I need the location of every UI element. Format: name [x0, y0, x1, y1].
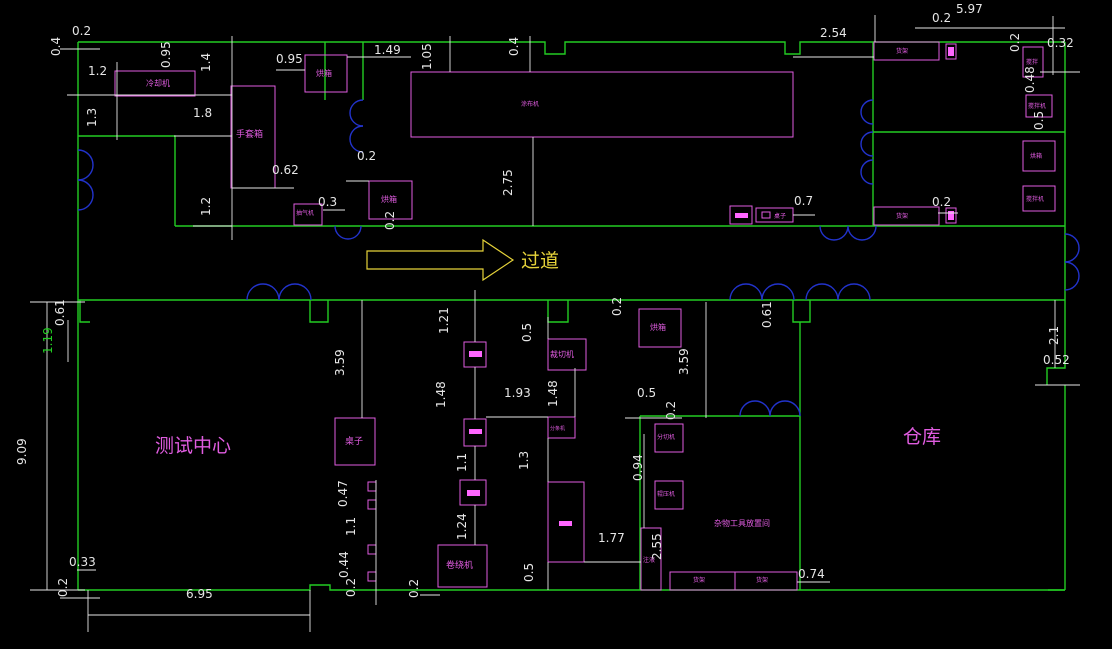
dimension-label: 0.2	[932, 11, 951, 25]
dimension-label: 0.2	[1008, 33, 1022, 52]
dimension-label: 2.55	[650, 533, 664, 560]
dimension-label: 1.93	[504, 386, 531, 400]
dimension-label: 0.2	[610, 297, 624, 316]
dimension-label: 0.62	[272, 163, 299, 177]
walls	[77, 41, 1066, 591]
dimension-label: 0.2	[383, 211, 397, 230]
oven-3-label: 烘箱	[650, 322, 666, 332]
oven-right-label: 烘箱	[1030, 152, 1042, 160]
dimension-label: 5.97	[956, 2, 983, 16]
dimension-label: 0.5	[1032, 111, 1046, 130]
gas-machine-label: 抽气机	[296, 209, 314, 217]
dimension-label: 1.49	[374, 43, 401, 57]
dimension-label: 1.05	[420, 43, 434, 70]
roller-2-label: 搅拌机	[1028, 102, 1046, 110]
aisle-label: 过道	[521, 250, 559, 272]
coating-machine-label: 涂布机	[521, 100, 539, 108]
roller-1-label: 辊压机	[657, 490, 675, 498]
dimension-label: 1.19	[41, 327, 55, 354]
dimension-label: 0.33	[69, 555, 96, 569]
table-1-label: 桌子	[774, 212, 786, 220]
dimension-label: 0.74	[798, 567, 825, 581]
injector-label: 注液	[643, 556, 655, 564]
dimension-label: 1.21	[437, 307, 451, 334]
cooling-machine-label: 冷却机	[146, 78, 170, 88]
dimension-label: 1.3	[517, 451, 531, 470]
dimension-label: 2.1	[1047, 326, 1061, 345]
dimension-label: 3.59	[677, 348, 691, 375]
warehouse-label: 仓库	[903, 426, 941, 448]
dimension-label: 0.2	[56, 578, 70, 597]
dimension-label: 0.2	[344, 578, 358, 597]
dimension-label: 0.61	[760, 301, 774, 328]
dimension-label: 1.1	[455, 453, 469, 472]
dimension-label: 2.75	[501, 169, 515, 196]
oven-2-label: 烘箱	[381, 194, 397, 204]
dimension-label: 1.48	[546, 380, 560, 407]
dimension-label: 1.24	[455, 513, 469, 540]
dimension-label: 1.2	[199, 197, 213, 216]
mixer-top-label: 搅拌	[1026, 58, 1038, 66]
dimension-label: 1.77	[598, 531, 625, 545]
oven-1-label: 烘箱	[316, 68, 332, 78]
dimension-label: 0.94	[631, 454, 645, 481]
separator-label: 分条机	[550, 425, 565, 432]
dimension-label: 0.5	[522, 563, 536, 582]
dimension-label: 0.48	[1023, 66, 1037, 93]
dimension-label: 0.5	[520, 323, 534, 342]
dimension-label: 0.61	[53, 299, 67, 326]
dimension-label: 2.54	[820, 26, 847, 40]
dimension-label: 3.59	[333, 349, 347, 376]
dimension-label: 1.48	[434, 381, 448, 408]
doors	[77, 99, 1080, 417]
dimension-label: 0.3	[318, 195, 337, 209]
shelf-4-label: 货架	[756, 576, 768, 584]
dimension-label: 1.2	[88, 64, 107, 78]
dimension-labels: 0.2 0.4 1.2 0.95 1.4 1.3 1.8 0.95 1.49 1…	[15, 2, 1074, 601]
dimension-label: 0.47	[336, 480, 350, 507]
dimension-label: 0.4	[507, 37, 521, 56]
slitter-label: 分切机	[657, 433, 675, 441]
shelf-1-label: 货架	[896, 47, 908, 55]
dimension-label: 1.1	[344, 517, 358, 536]
dimension-label: 0.52	[1043, 353, 1070, 367]
dimension-label: 0.4	[49, 37, 63, 56]
aisle-arrow: 过道	[366, 238, 559, 282]
glove-box-label: 手套箱	[236, 128, 263, 140]
dimension-label: 0.2	[664, 401, 678, 420]
dimension-label: 0.2	[932, 195, 951, 209]
dimension-label: 0.32	[1047, 36, 1074, 50]
dimension-label: 1.8	[193, 106, 212, 120]
tools-room-label: 杂物工具放置间	[714, 518, 770, 528]
dimension-label: 0.2	[72, 24, 91, 38]
dimension-lines	[30, 15, 1080, 632]
mixer-bottom-label: 搅拌机	[1026, 195, 1044, 203]
dimension-label: 0.2	[407, 579, 421, 598]
winding-machine-label: 卷绕机	[446, 559, 473, 571]
dimension-label: 0.95	[276, 52, 303, 66]
shelf-3-label: 货架	[693, 576, 705, 584]
equipment: 冷却机 手套箱 烘箱 涂布机 烘箱 抽气机 桌子 货架 货架 搅拌 搅拌机 烘箱…	[114, 41, 1056, 591]
dimension-label: 0.7	[794, 194, 813, 208]
dimension-label: 6.95	[186, 587, 213, 601]
test-center-label: 测试中心	[155, 435, 231, 457]
dimension-label: 0.95	[159, 41, 173, 68]
dimension-label: 9.09	[15, 438, 29, 465]
shelf-2-label: 货架	[896, 212, 908, 220]
dimension-label: 1.3	[85, 108, 99, 127]
table-2-label: 桌子	[345, 435, 363, 447]
cutting-machine-label: 裁切机	[550, 349, 574, 359]
dimension-label: 1.4	[199, 53, 213, 72]
dimension-label: 0.2	[357, 149, 376, 163]
dimension-label: 0.44	[337, 551, 351, 578]
dimension-label: 0.5	[637, 386, 656, 400]
